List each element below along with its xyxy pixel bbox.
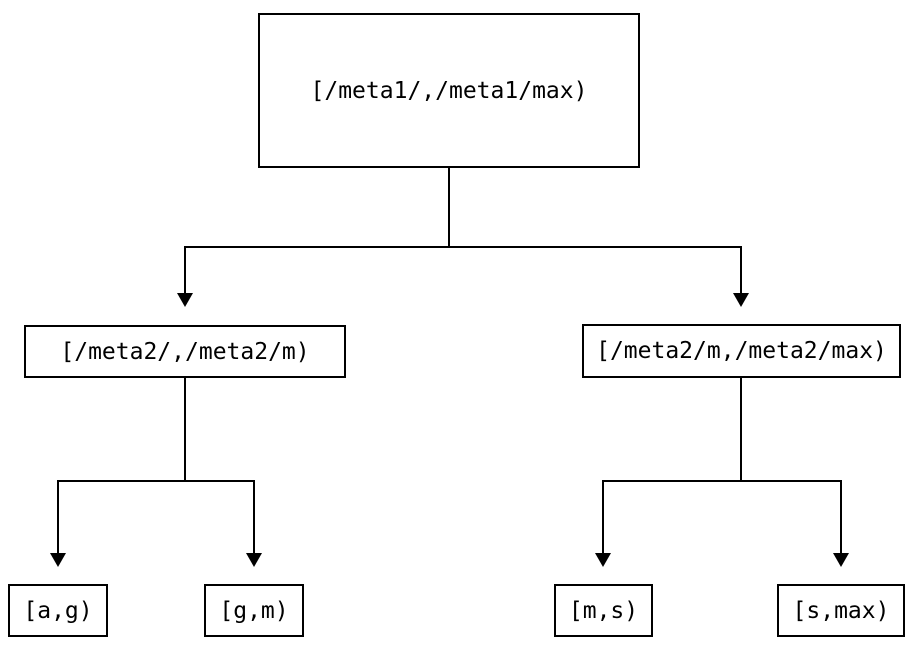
node-leaf-smax-label: [s,max) [792, 597, 890, 624]
arrowhead-to-left-child [177, 293, 193, 307]
node-leaf-ms: [m,s) [554, 584, 653, 637]
node-left-child: [/meta2/,/meta2/m) [24, 325, 346, 378]
node-leaf-ag: [a,g) [8, 584, 108, 637]
node-left-child-label: [/meta2/,/meta2/m) [60, 338, 310, 365]
connector-root-to-left-drop [184, 246, 186, 294]
arrowhead-to-right-child [733, 293, 749, 307]
node-right-child-label: [/meta2/m,/meta2/max) [596, 338, 887, 364]
connector-left-stem [184, 378, 186, 481]
arrowhead-to-leaf-gm [246, 553, 262, 567]
connector-left-crossbar [57, 480, 255, 482]
arrowhead-to-leaf-ms [595, 553, 611, 567]
connector-left-to-leaf-ag-drop [57, 480, 59, 553]
connector-root-crossbar [184, 246, 742, 248]
node-root-label: [/meta1/,/meta1/max) [310, 77, 588, 104]
connector-right-to-leaf-ms-drop [602, 480, 604, 553]
connector-right-stem [740, 378, 742, 481]
connector-right-crossbar [602, 480, 842, 482]
node-right-child: [/meta2/m,/meta2/max) [582, 324, 901, 378]
node-leaf-gm: [g,m) [204, 584, 304, 637]
connector-root-to-right-drop [740, 246, 742, 294]
node-leaf-gm-label: [g,m) [219, 597, 289, 624]
connector-right-to-leaf-smax-drop [840, 480, 842, 553]
connector-root-stem [448, 168, 450, 247]
arrowhead-to-leaf-smax [833, 553, 849, 567]
arrowhead-to-leaf-ag [50, 553, 66, 567]
connector-left-to-leaf-gm-drop [253, 480, 255, 553]
node-leaf-smax: [s,max) [777, 584, 905, 637]
node-leaf-ag-label: [a,g) [23, 597, 93, 624]
node-leaf-ms-label: [m,s) [568, 597, 639, 624]
node-root: [/meta1/,/meta1/max) [258, 13, 640, 168]
